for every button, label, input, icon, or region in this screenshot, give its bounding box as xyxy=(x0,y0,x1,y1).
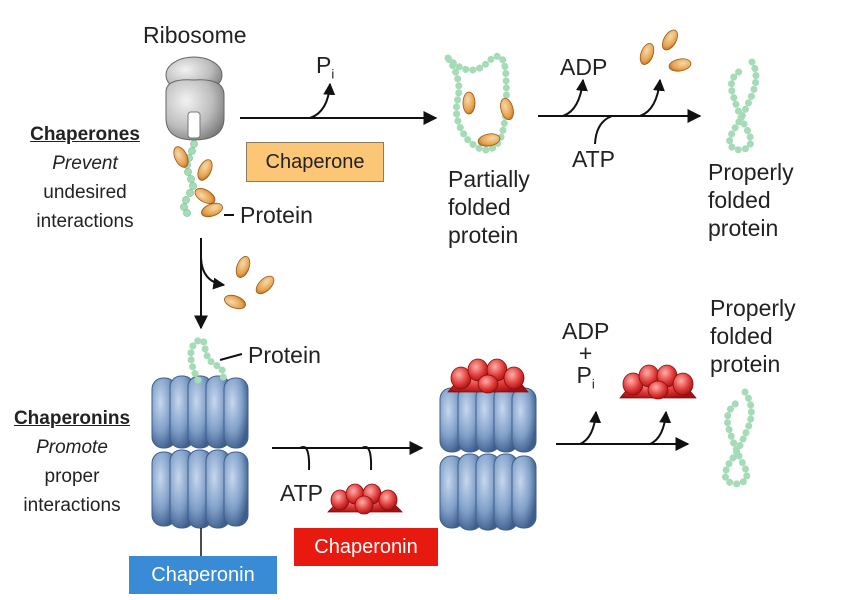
chaperonin-barrel-left xyxy=(151,336,249,556)
pi-bottom-subscript: i xyxy=(591,376,595,392)
chaperones-title: Chaperones xyxy=(30,124,140,145)
adp-bottom-text: ADP xyxy=(562,318,610,344)
protein-top-label: Protein xyxy=(240,202,313,228)
arrow-ribosome-to-partial xyxy=(240,82,438,125)
nascent-protein-chain xyxy=(180,140,198,217)
chaperonins-line: proper xyxy=(44,466,100,487)
arrow-down xyxy=(194,238,226,330)
pi-text: P xyxy=(316,52,332,78)
released-chaperonin-cap xyxy=(619,364,697,400)
protein-mid-label: Protein xyxy=(248,342,321,368)
chaperonin-cap-atp xyxy=(327,483,403,515)
adp-top-label: ADP xyxy=(560,54,608,80)
properly-folded-protein-bottom xyxy=(721,388,755,488)
chaperones-line: undesired xyxy=(43,182,127,203)
properly-folded-protein-top xyxy=(726,58,760,154)
chaperone-box: Chaperone xyxy=(246,142,384,182)
ribosome-label: Ribosome xyxy=(143,22,247,48)
adp-chaperone-ovals xyxy=(639,29,692,72)
partially-folded-line: Partially xyxy=(448,166,530,192)
partially-folded-line: protein xyxy=(448,222,519,248)
arrow-barrel-to-capped xyxy=(272,441,424,471)
partially-folded-line: folded xyxy=(448,194,511,220)
plus-text: + xyxy=(578,340,593,366)
atp-bottom-label: ATP xyxy=(280,480,324,506)
chaperonin-red-box: Chaperonin xyxy=(294,528,438,566)
chaperones-line: interactions xyxy=(36,211,134,232)
arrow-partial-to-folded xyxy=(538,78,702,145)
properly-folded-line: folded xyxy=(710,323,773,349)
properly-folded-line: Properly xyxy=(710,295,796,321)
properly-folded-bottom-label: Properly folded protein xyxy=(710,294,796,378)
properly-folded-top-label: Properly folded protein xyxy=(708,158,794,242)
chaperones-caption: Chaperones Prevent undesired interaction… xyxy=(20,120,150,236)
chaperonins-line: interactions xyxy=(23,495,121,516)
protein-mid-pointer xyxy=(219,353,243,361)
properly-folded-line: protein xyxy=(710,351,781,377)
chaperonins-subtitle: Promote xyxy=(36,437,108,458)
partially-folded-protein xyxy=(444,52,514,154)
pi-label: Pi xyxy=(316,52,334,88)
chaperonin-barrel-capped xyxy=(439,358,537,531)
ribosome-icon xyxy=(165,56,225,141)
properly-folded-line: Properly xyxy=(708,159,794,185)
released-chaperone-ovals xyxy=(224,256,275,310)
atp-top-label: ATP xyxy=(572,146,616,172)
pi-subscript: i xyxy=(331,66,335,82)
properly-folded-line: folded xyxy=(708,187,771,213)
arrow-capped-to-folded xyxy=(556,410,690,451)
adp-pi-bottom-label: ADP + Pi xyxy=(562,320,609,396)
chaperonin-blue-box: Chaperonin xyxy=(129,556,277,594)
chaperones-subtitle: Prevent xyxy=(52,153,118,174)
chaperonins-title: Chaperonins xyxy=(13,408,131,429)
properly-folded-line: protein xyxy=(708,215,779,241)
chaperonins-caption: Chaperonins Promote proper interactions xyxy=(4,404,140,520)
pi-bottom-text: P xyxy=(576,362,592,388)
partially-folded-label: Partially folded protein xyxy=(448,165,530,249)
chaperone-ovals xyxy=(173,146,223,218)
